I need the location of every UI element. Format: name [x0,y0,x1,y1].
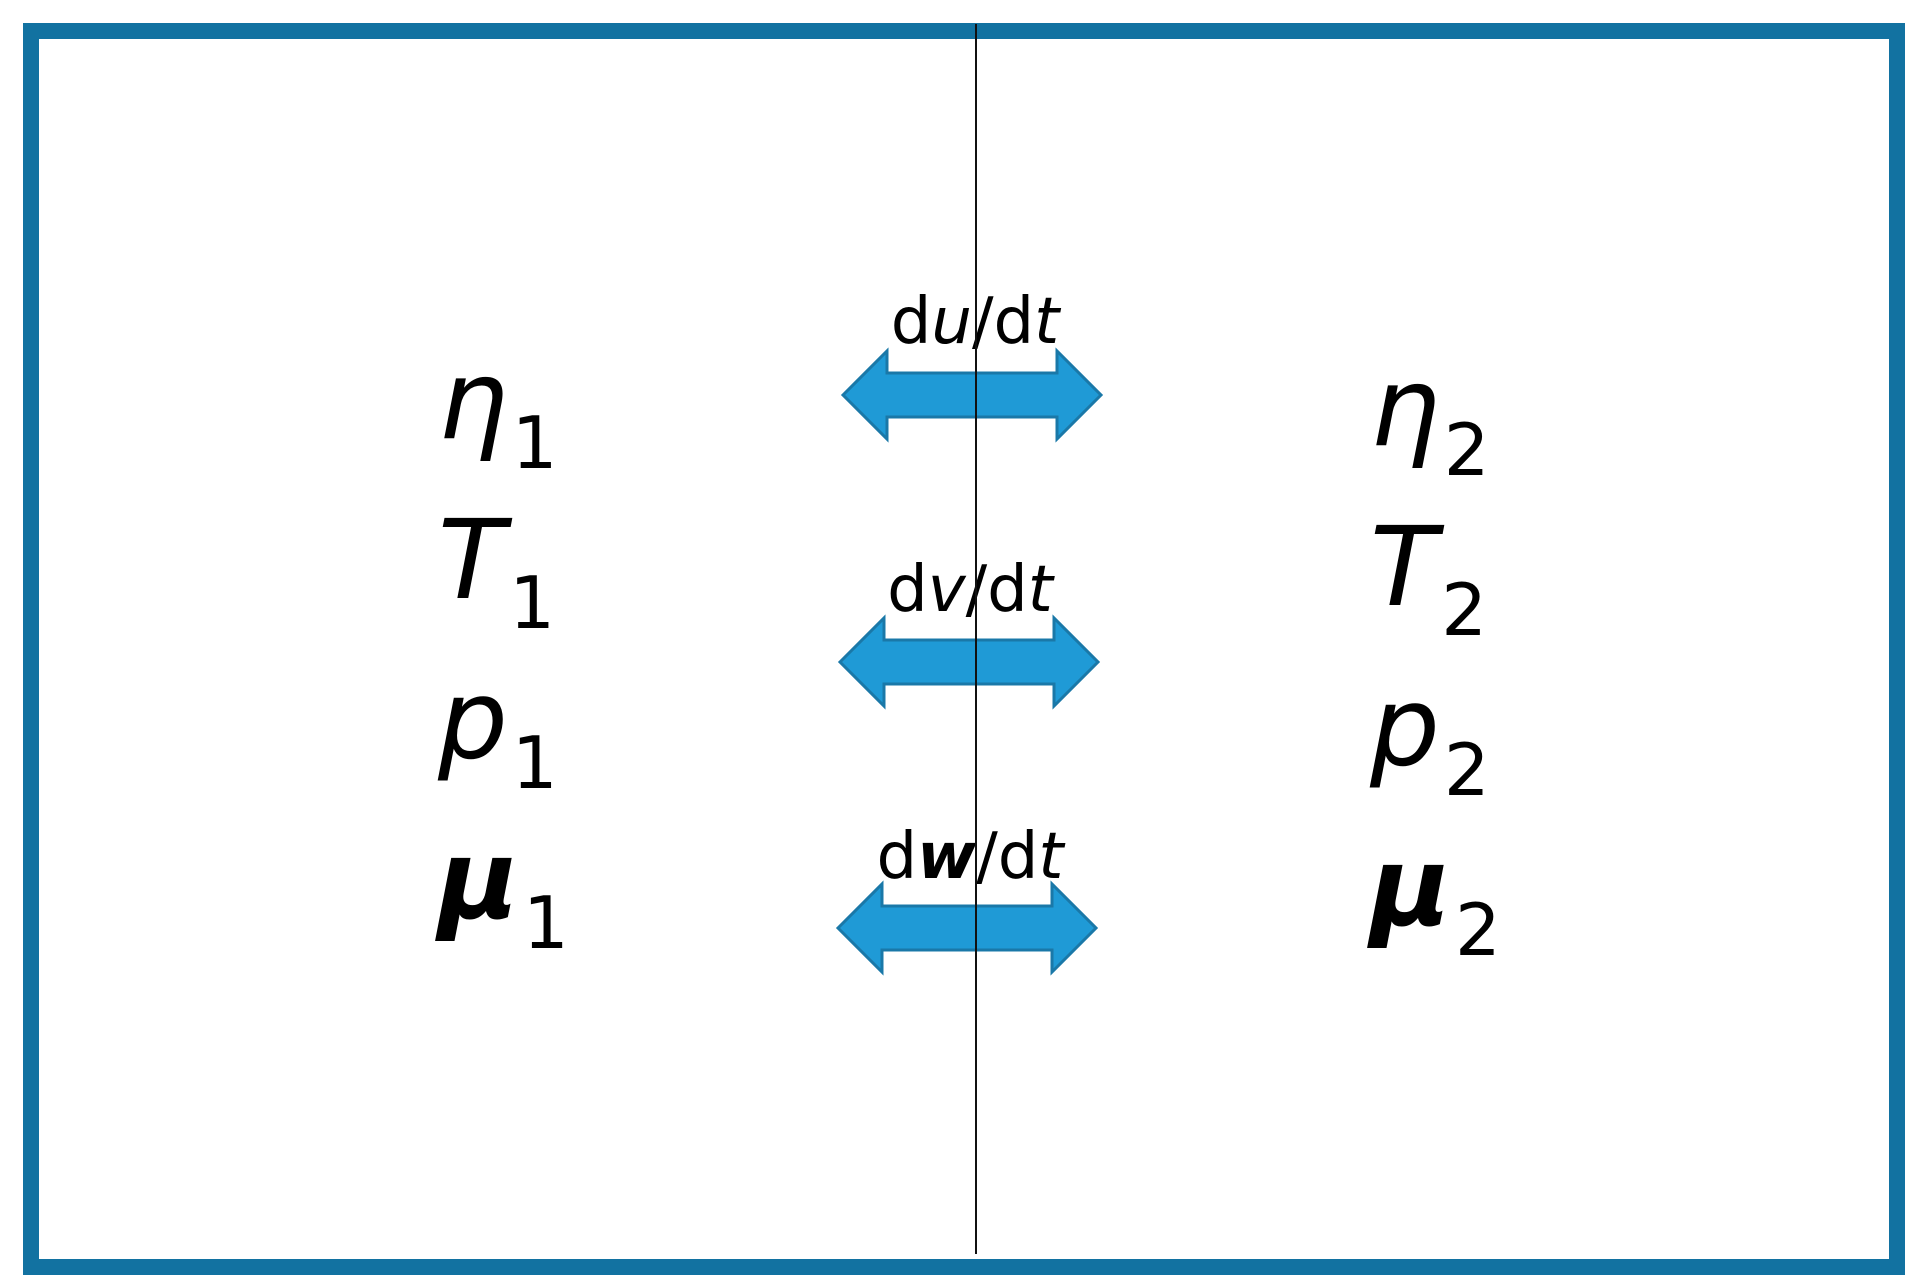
energy-flux-t: t [1034,285,1060,359]
right-temperature-symbol: T [1370,503,1438,631]
left-eta-subscript: 1 [511,401,558,485]
left-pressure-symbol: p [438,656,508,784]
right-temperature-subscript: 2 [1441,568,1488,652]
left-temperature-subscript: 1 [509,561,556,645]
right-eta-subscript: 2 [1443,408,1490,492]
matter-flux-var: w [917,820,977,894]
matter-flux-t: t [1038,820,1064,894]
right-temperature: T2 [1370,512,1487,646]
right-chemical-potential-symbol: μ [1370,823,1451,951]
left-eta-symbol: η [438,336,508,464]
energy-flux-var: u [931,285,972,359]
diagram-frame [23,23,1905,1275]
volume-flux-var: v [927,553,966,627]
matter-flux-d: d [876,820,918,894]
energy-flux-d: d [890,285,932,359]
right-chemical-potential: μ2 [1370,832,1501,966]
matter-flux-label: dw/dt [876,825,1063,889]
left-chemical-potential-symbol: μ [438,816,519,944]
left-pressure: p1 [438,665,558,799]
energy-flux-label: du/dt [891,290,1059,354]
right-pressure: p2 [1370,672,1490,806]
left-pressure-subscript: 1 [511,721,558,805]
left-chemical-potential: μ1 [438,825,569,959]
left-eta: η1 [438,345,558,479]
boundary-line-overlay [975,24,977,1254]
volume-flux-d: d [887,553,928,627]
left-temperature: T1 [438,505,555,639]
right-pressure-symbol: p [1370,663,1440,791]
volume-flux-t: t [1027,553,1053,627]
right-eta: η2 [1370,352,1490,486]
energy-flux-rest: /d [971,285,1035,359]
volume-flux-label: dv/dt [887,558,1053,622]
right-chemical-potential-subscript: 2 [1454,888,1501,972]
right-eta-symbol: η [1370,343,1440,471]
left-chemical-potential-subscript: 1 [522,881,569,965]
matter-flux-rest: /d [976,820,1039,894]
right-pressure-subscript: 2 [1443,728,1490,812]
left-temperature-symbol: T [438,496,506,624]
